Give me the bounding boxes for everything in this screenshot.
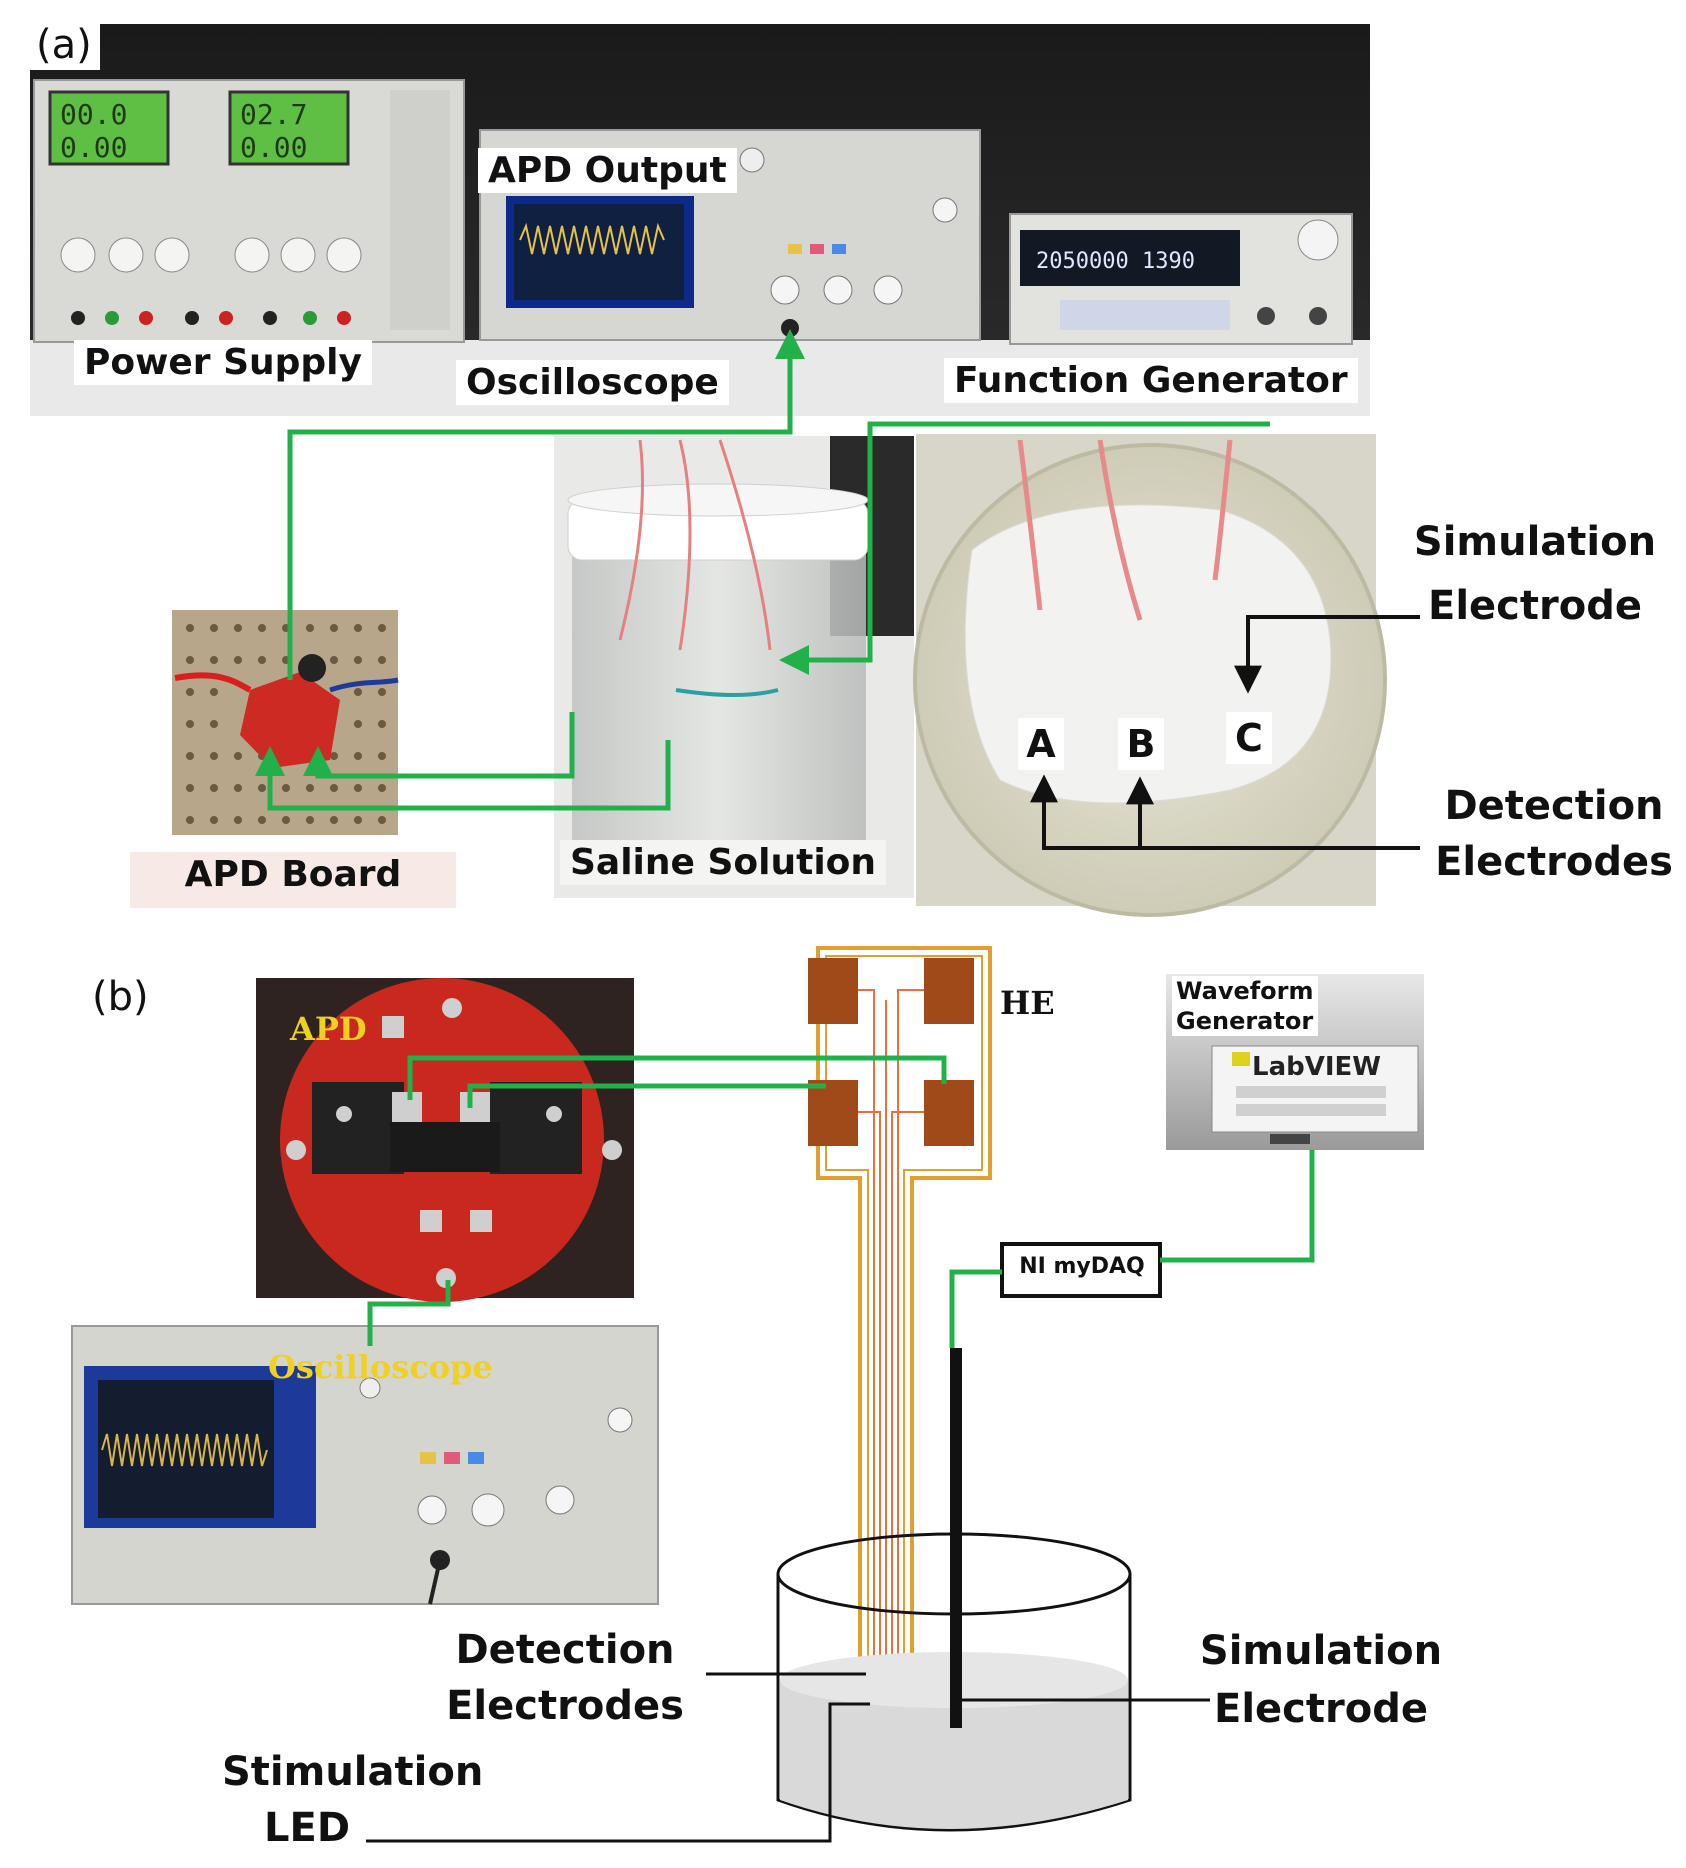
simulation-electrode-label-b-line2: Electrode xyxy=(1214,1686,1428,1732)
he-label: HE xyxy=(1000,984,1055,1022)
simulation-electrode-label-b-line1: Simulation xyxy=(1199,1628,1443,1674)
he-electrode-diagram xyxy=(808,946,992,1722)
detection-electrodes-label-a: Detection Electrodes xyxy=(1420,778,1686,890)
leaders-panel-b xyxy=(366,1672,1210,1843)
detection-electrodes-label-a-line2: Electrodes xyxy=(1435,839,1673,885)
simulation-electrode-label-a: Simulation Electrode xyxy=(1390,510,1680,638)
stimulation-led-label-line1: Stimulation xyxy=(222,1749,484,1795)
wires-panel-a xyxy=(255,329,1270,811)
waveform-generator-label-line1: Waveform xyxy=(1176,977,1314,1005)
oscilloscope-photo-b xyxy=(71,1325,659,1605)
simulation-electrode-label-a-line2: Electrode xyxy=(1428,583,1642,629)
svg-text:2050000 1390: 2050000 1390 xyxy=(1036,249,1195,274)
panel-a-tag: (a) xyxy=(28,20,100,70)
waveform-generator-label-line2: Generator xyxy=(1176,1007,1314,1035)
simulation-electrode-label-a-line1: Simulation xyxy=(1413,519,1657,565)
power-supply-unit: 00.0 0.00 02.7 0.00 xyxy=(33,79,465,343)
wires-panel-b xyxy=(367,1055,1315,1348)
saline-jar-photo xyxy=(554,436,914,898)
svg-text:0.00: 0.00 xyxy=(240,131,307,164)
apd-label: APD xyxy=(290,1010,367,1048)
detection-electrodes-label-b-line2: Electrodes xyxy=(446,1683,684,1729)
detection-electrodes-label-b-line1: Detection xyxy=(455,1627,675,1673)
svg-text:0.00: 0.00 xyxy=(60,131,127,164)
apd-board-label: APD Board xyxy=(130,852,456,908)
function-generator-unit: 2050000 1390 xyxy=(1009,213,1353,345)
stimulation-led-label: Stimulation LED xyxy=(222,1744,483,1856)
beaker-diagram xyxy=(776,1348,1132,1832)
svg-text:02.7: 02.7 xyxy=(240,98,307,131)
function-generator-label: Function Generator xyxy=(944,358,1358,403)
detection-electrodes-label-a-line1: Detection xyxy=(1444,783,1664,829)
arrows-panel-a xyxy=(1030,615,1420,850)
detection-electrodes-label-b: Detection Electrodes xyxy=(440,1622,690,1734)
panel-b-tag: (b) xyxy=(92,974,149,1020)
electrode-a-label: A xyxy=(1018,718,1064,770)
bench-photo: 00.0 0.00 02.7 0.00 xyxy=(30,24,1370,416)
oscilloscope-label-b: Oscilloscope xyxy=(268,1348,493,1386)
power-supply-label: Power Supply xyxy=(74,340,372,385)
saline-solution-label: Saline Solution xyxy=(560,840,887,885)
svg-text:00.0: 00.0 xyxy=(60,98,127,131)
ni-mydaq-box xyxy=(1000,1242,1162,1298)
stimulation-led-label-line2: LED xyxy=(264,1805,351,1851)
ni-mydaq-label: NI myDAQ xyxy=(1019,1254,1145,1279)
petri-dish-photo xyxy=(913,434,1387,917)
oscilloscope-label: Oscilloscope xyxy=(456,360,729,405)
electrode-c-label: C xyxy=(1226,712,1272,764)
electrode-b-label: B xyxy=(1118,718,1164,770)
apd-board-photo xyxy=(172,610,399,835)
apd-output-label: APD Output xyxy=(478,148,737,193)
labview-label: LabVIEW xyxy=(1252,1052,1381,1082)
simulation-electrode-label-b: Simulation Electrode xyxy=(1196,1622,1446,1738)
waveform-generator-label: Waveform Generator xyxy=(1172,976,1318,1036)
